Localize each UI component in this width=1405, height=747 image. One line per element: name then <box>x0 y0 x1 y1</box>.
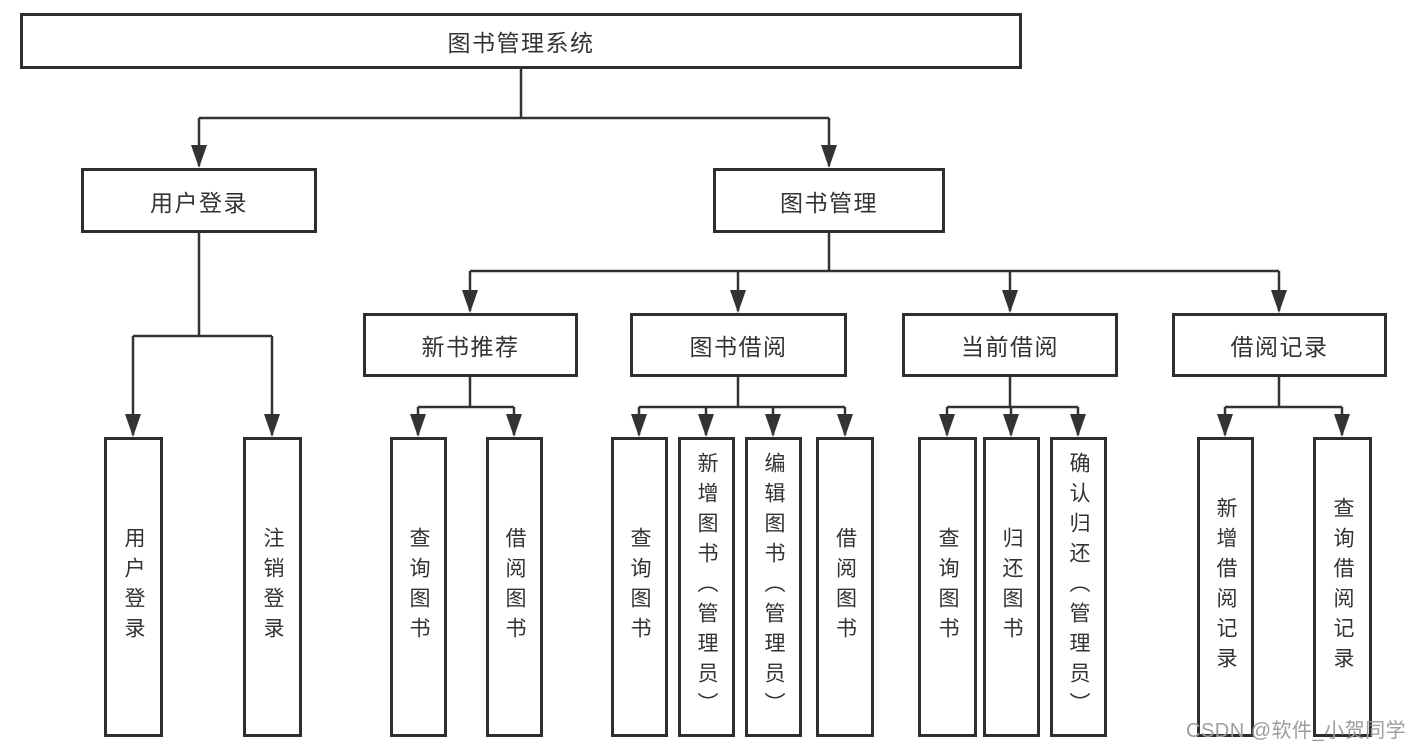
leaf-return-book: 归还图书 <box>983 437 1040 737</box>
leaf-current-query-book-label: 查询图书 <box>936 527 959 647</box>
node-book-borrow-label: 图书借阅 <box>689 334 788 360</box>
leaf-borrow-book: 借阅图书 <box>816 437 874 737</box>
node-book-management: 图书管理 <box>713 168 945 233</box>
leaf-edit-book-admin-label: 编辑图书（管理员） <box>762 452 785 722</box>
node-current-borrow-label: 当前借阅 <box>961 334 1059 360</box>
connector-new-book-split <box>416 377 516 435</box>
leaf-borrow-query-book-label: 查询图书 <box>628 527 651 647</box>
connector-book-management-split <box>468 233 1281 311</box>
csdn-watermark: CSDN @软件_小贺同学 <box>1186 720 1405 742</box>
leaf-query-borrow-record: 查询借阅记录 <box>1313 437 1372 737</box>
node-current-borrow: 当前借阅 <box>902 313 1118 377</box>
leaf-rec-borrow-book: 借阅图书 <box>486 437 543 737</box>
leaf-add-book-admin: 新增图书（管理员） <box>678 437 735 737</box>
leaf-logout: 注销登录 <box>243 437 302 737</box>
node-book-management-label: 图书管理 <box>780 189 878 216</box>
leaf-return-book-label: 归还图书 <box>1000 527 1023 647</box>
leaf-add-book-admin-label: 新增图书（管理员） <box>695 452 718 722</box>
node-book-borrow: 图书借阅 <box>630 313 847 377</box>
leaf-rec-query-book-label: 查询图书 <box>407 527 430 647</box>
leaf-current-query-book: 查询图书 <box>918 437 977 737</box>
connector-user-login-split <box>131 233 274 435</box>
leaf-confirm-return-admin-label: 确认归还（管理员） <box>1067 452 1090 722</box>
leaf-edit-book-admin: 编辑图书（管理员） <box>745 437 802 737</box>
leaf-query-borrow-record-label: 查询借阅记录 <box>1331 497 1354 677</box>
node-user-login-label: 用户登录 <box>150 189 248 216</box>
leaf-borrow-book-label: 借阅图书 <box>833 527 857 647</box>
node-new-book-recommend-label: 新书推荐 <box>421 334 520 360</box>
connector-borrow-record-split <box>1223 377 1344 435</box>
leaf-add-borrow-record-label: 新增借阅记录 <box>1214 497 1237 677</box>
node-borrow-records-label: 借阅记录 <box>1230 334 1329 360</box>
leaf-logout-label: 注销登录 <box>261 527 284 647</box>
leaf-user-login: 用户登录 <box>104 437 163 737</box>
node-root: 图书管理系统 <box>20 13 1022 69</box>
connector-book-borrow-split <box>637 377 847 435</box>
arrowheads <box>125 145 1350 437</box>
node-borrow-records: 借阅记录 <box>1172 313 1387 377</box>
leaf-add-borrow-record: 新增借阅记录 <box>1197 437 1254 737</box>
leaf-confirm-return-admin: 确认归还（管理员） <box>1050 437 1107 737</box>
leaf-borrow-query-book: 查询图书 <box>611 437 668 737</box>
leaf-user-login-label: 用户登录 <box>122 527 145 647</box>
leaf-rec-query-book: 查询图书 <box>390 437 447 737</box>
node-new-book-recommend: 新书推荐 <box>363 313 578 377</box>
node-root-label: 图书管理系统 <box>447 30 595 56</box>
leaf-rec-borrow-book-label: 借阅图书 <box>503 527 526 647</box>
node-user-login: 用户登录 <box>81 168 317 233</box>
connector-root-split <box>197 69 831 166</box>
